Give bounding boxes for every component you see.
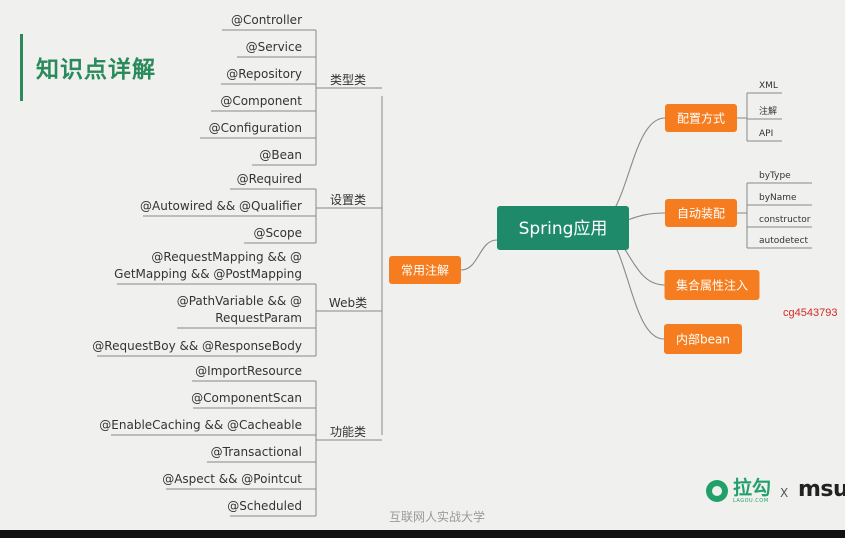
lagou-logo: 拉勾 LAGOU.COM — [706, 478, 771, 504]
annotation-item: GetMapping && @PostMapping — [114, 267, 302, 281]
group-label-3: 功能类 — [330, 425, 366, 439]
right-item-1-3: autodetect — [759, 236, 809, 246]
annotation-item: @Controller — [231, 13, 302, 27]
branch-common-annotations: 常用注解 — [401, 262, 449, 277]
branch-right-3: 内部bean — [676, 331, 730, 346]
lagou-logo-domain: LAGOU.COM — [733, 498, 769, 504]
branch-right-2: 集合属性注入 — [676, 277, 748, 292]
annotation-item: @Scheduled — [227, 499, 302, 513]
branch-right-0: 配置方式 — [677, 110, 725, 125]
root-node-box — [497, 206, 629, 250]
annotation-item: @ImportResource — [195, 364, 302, 378]
lagou-logo-icon — [706, 480, 728, 502]
group-label-0: 类型类 — [330, 73, 366, 87]
annotation-item: @Autowired && @Qualifier — [140, 199, 302, 213]
watermark-text: cg4543793 — [783, 307, 838, 319]
right-item-0-2: API — [759, 129, 773, 139]
annotation-item: @RequestMapping && @ — [151, 250, 302, 264]
branch-common-annotations-box — [389, 256, 461, 284]
right-item-1-2: constructor — [759, 215, 811, 225]
bottom-bar — [0, 530, 845, 538]
group-label-1: 设置类 — [330, 193, 366, 207]
annotation-item: @Component — [220, 94, 302, 108]
annotation-item: @Transactional — [211, 445, 302, 459]
msu-brand: msu — [798, 477, 845, 502]
right-item-1-1: byName — [759, 193, 797, 203]
root-node: Spring应用 — [519, 219, 608, 239]
branch-right-1-box — [665, 199, 737, 227]
lagou-logo-text: 拉勾 — [733, 477, 772, 499]
annotation-item: @PathVariable && @ — [177, 294, 302, 308]
connector-root-left — [460, 239, 498, 271]
annotation-item: @Repository — [226, 67, 302, 81]
branch-right-1: 自动装配 — [677, 206, 725, 220]
annotation-item: @EnableCaching && @Cacheable — [99, 418, 302, 432]
annotation-item: @Scope — [253, 226, 302, 240]
annotation-item: @Configuration — [209, 121, 302, 135]
branch-right-2-box — [664, 270, 760, 300]
logo-separator: X — [780, 486, 789, 500]
right-item-0-1: 注解 — [759, 105, 777, 117]
annotation-item: RequestParam — [215, 311, 302, 325]
footer-slogan: 互联网人实战大学 — [389, 510, 486, 524]
branch-right-0-box — [665, 104, 737, 132]
title-accent-bar — [20, 34, 23, 101]
annotation-item: @Bean — [259, 148, 302, 162]
right-item-1-0: byType — [759, 171, 791, 181]
annotation-item: @RequestBoy && @ResponseBody — [92, 339, 302, 353]
annotation-item: @Service — [246, 40, 302, 54]
page-title: 知识点详解 — [36, 57, 156, 83]
annotation-item: @Aspect && @Pointcut — [162, 472, 302, 486]
annotation-item: @ComponentScan — [191, 391, 302, 405]
group-label-2: Web类 — [329, 296, 367, 310]
right-item-0-0: XML — [759, 81, 778, 91]
branch-right-3-box — [664, 324, 742, 354]
annotation-item: @Required — [237, 172, 302, 186]
